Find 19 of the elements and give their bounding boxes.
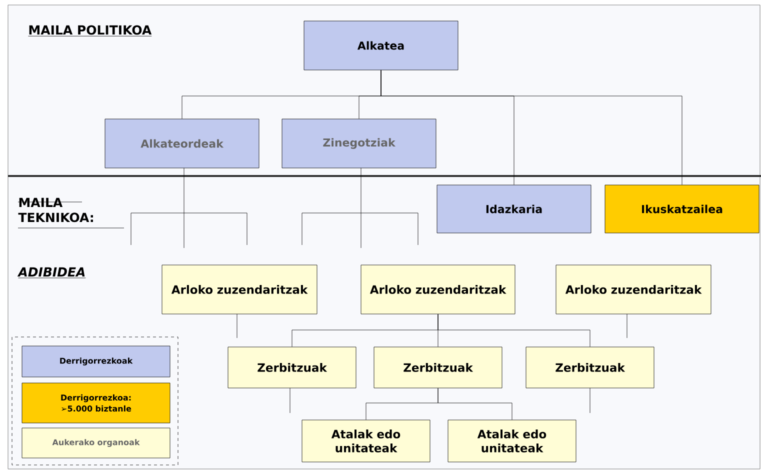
org-box: Zerbitzuak [228, 346, 356, 388]
org-box: Arloko zuzendaritzak [360, 264, 516, 314]
connector [438, 388, 512, 420]
org-box: Alkateordeak [104, 118, 260, 168]
org-box: Arloko zuzendaritzak [556, 264, 712, 314]
level-heading: ADIBIDEA [17, 267, 86, 278]
org-box: Idazkaria [436, 184, 592, 234]
connector [438, 314, 590, 347]
org-box: Alkatea [304, 20, 458, 70]
org-box: Atalak edo unitateak [302, 420, 430, 462]
org-box: Ikuskatzailea [604, 184, 760, 234]
org-box: Arloko zuzendaritzak [162, 264, 318, 314]
org-box: Atalak edo unitateak [448, 420, 576, 462]
org-box: Zinegotziak [282, 118, 436, 168]
connector [380, 70, 682, 185]
level-heading: MAILA TEKNIKOA: [18, 198, 93, 222]
org-box: Zerbitzuak [526, 346, 654, 388]
level-heading: MAILA POLITIKOA [28, 25, 152, 36]
org-box: Zerbitzuak [374, 346, 502, 388]
